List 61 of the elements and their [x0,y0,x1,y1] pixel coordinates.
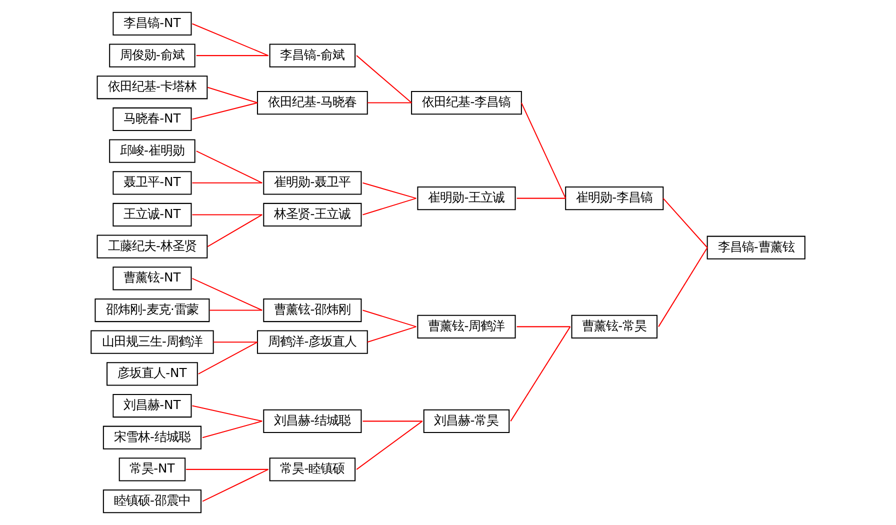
connector [196,55,268,56]
node-box: 山田规三生-周鹤洋 [90,330,214,354]
node-box: 李昌镐-俞斌 [269,44,356,68]
node-box: 曹薰铉-周鹤洋 [417,314,516,338]
connector [198,342,258,374]
connector [362,310,416,328]
connector [356,55,412,104]
connector [208,86,258,104]
node-box: 周鹤洋-彦坂直人 [256,330,368,354]
connector [192,102,258,120]
connector [362,182,416,199]
node-box: 周俊勋-俞斌 [109,44,196,68]
connector [196,150,262,184]
node-box: 彦坂直人-NT [106,362,198,386]
connector [192,214,262,216]
connector [192,405,262,422]
connector [516,198,566,199]
node-box: 邵炜刚-麦克·雷蒙 [94,298,210,322]
connector [186,468,268,470]
node-box: 常昊-睦镇硕 [269,458,356,482]
node-box: 李昌镐-NT [112,12,192,36]
node-box: 常昊-NT [118,458,186,482]
connector [192,278,262,311]
node-box: 聂卫平-NT [112,171,192,195]
connector [367,326,416,343]
node-box: 曹薰铉-邵炜刚 [263,298,362,322]
connector [658,247,708,327]
node-box: 崔明勋-李昌镐 [565,186,664,210]
connector [362,420,422,422]
node-box: 工藤纪夫-林圣贤 [96,234,208,258]
connector [356,420,423,470]
connector [520,102,566,199]
connector [367,102,412,104]
connector [516,326,570,328]
node-box: 睦镇硕-邵震中 [102,489,202,514]
connector [362,198,416,216]
connector [202,468,268,502]
connector [510,326,571,422]
node-box: 邱峻-崔明勋 [109,139,196,163]
node-box: 林圣贤-王立诚 [263,202,362,227]
node-box: 马晓春-NT [112,107,192,132]
connector [662,198,708,248]
node-box: 依田纪基-李昌镐 [411,90,522,115]
node-box: 曹薰铉-常昊 [571,314,658,338]
node-box: 刘昌赫-NT [112,394,192,418]
node-box: 李昌镐-曹薰铉 [706,236,806,260]
connector [207,214,262,248]
node-box: 依田纪基-马晓春 [256,90,368,115]
connector [213,342,258,343]
connector [192,23,268,56]
connector [192,182,262,184]
node-box: 曹薰铉-NT [112,266,192,290]
node-box: 崔明勋-聂卫平 [263,171,362,195]
node-box: 刘昌赫-结城聪 [263,409,362,433]
node-box: 刘昌赫-常昊 [423,409,510,433]
node-box: 依田纪基-卡塔林 [96,76,208,100]
connector [210,310,262,311]
connector [202,420,262,438]
node-box: 崔明勋-王立诚 [417,186,516,210]
node-box: 宋雪林-结城聪 [102,426,202,450]
node-box: 王立诚-NT [112,202,192,227]
